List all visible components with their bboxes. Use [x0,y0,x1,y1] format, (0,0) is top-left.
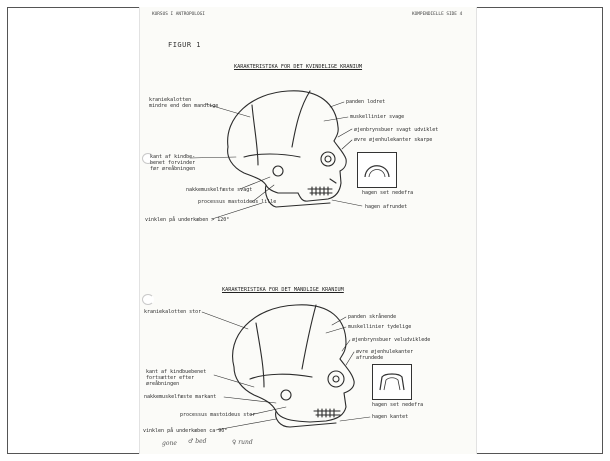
document-page: KURSUS I ANTROPOLOGI KOMPENDIELLE SIDE 4… [139,7,477,454]
male-skull-drawing [233,305,355,427]
skull-illustrations [140,7,476,454]
female-skull-drawing [228,91,347,207]
